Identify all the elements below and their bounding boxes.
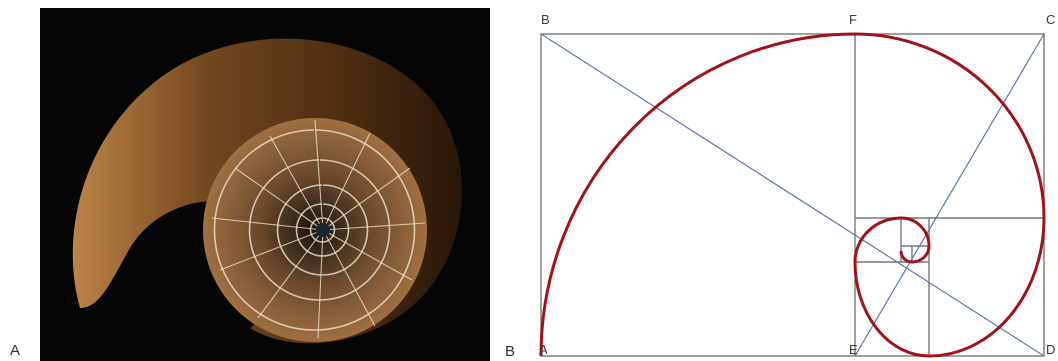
nautilus-shell-photo <box>40 8 490 361</box>
point-label-E: E <box>849 342 858 357</box>
nautilus-shell-illustration <box>72 38 463 344</box>
shell-center <box>316 223 330 237</box>
panel-b-label: B <box>505 343 516 360</box>
diagonal-C-E <box>854 33 1045 357</box>
diagonal-B-D <box>540 33 1045 357</box>
panel-a-label: A <box>10 342 21 359</box>
shell-chamber-walls <box>211 119 426 339</box>
point-label-B: B <box>541 12 550 27</box>
point-label-F: F <box>849 12 857 27</box>
golden-spiral-diagram: B F C A E D <box>526 0 1058 361</box>
point-label-D: D <box>1046 342 1055 357</box>
point-label-A: A <box>539 342 548 357</box>
point-label-C: C <box>1046 12 1055 27</box>
golden-spiral-svg: B F C A E D <box>539 12 1055 358</box>
golden-spiral <box>539 32 1046 358</box>
shell-chambers <box>203 118 427 342</box>
